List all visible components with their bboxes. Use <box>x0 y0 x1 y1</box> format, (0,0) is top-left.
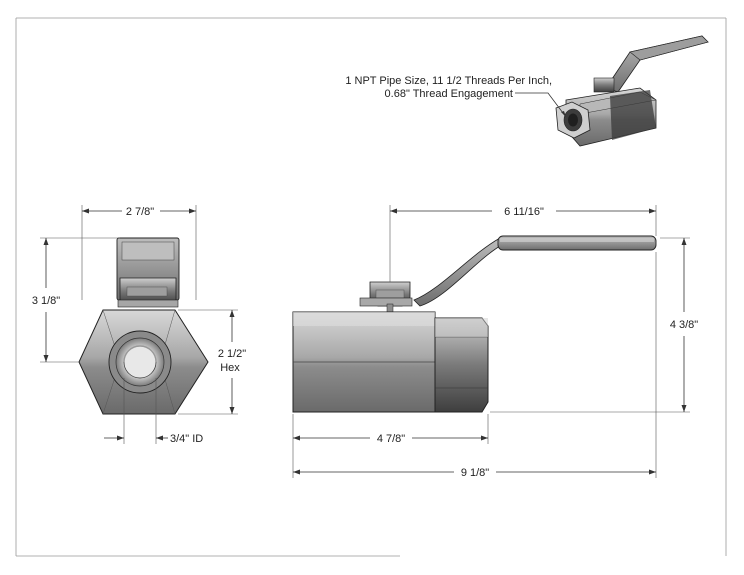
dim-hex-label: Hex <box>220 362 240 374</box>
side-view-dimensions: 6 11/16" 4 3/8" 4 7/8" 9 1/8" <box>292 205 698 479</box>
dim-overall-length: 9 1/8" <box>461 467 489 479</box>
end-view-dimensions: 2 7/8" 3 1/8" 2 1/2" Hex 3/4" ID <box>32 205 246 445</box>
iso-stem-nut <box>593 77 615 93</box>
isometric-view <box>555 35 709 147</box>
dim-handle-length: 6 11/16" <box>504 206 544 218</box>
side-view <box>292 235 657 413</box>
dim-inner-id: 3/4" ID <box>170 433 203 445</box>
dim-end-height: 3 1/8" <box>32 295 60 307</box>
dim-overall-height: 4 3/8" <box>670 319 698 331</box>
dim-hex-size: 2 1/2" <box>218 348 246 360</box>
dim-end-width: 2 7/8" <box>126 206 154 218</box>
sheet-border <box>15 17 727 557</box>
side-view-handle-arm <box>413 237 501 307</box>
callout-leader <box>515 92 567 118</box>
callout-line1: 1 NPT Pipe Size, 11 1/2 Threads Per Inch… <box>345 75 552 87</box>
dim-body-length: 4 7/8" <box>377 433 405 445</box>
end-view <box>78 237 209 415</box>
callout-line2: 0.68" Thread Engagement <box>385 88 513 100</box>
